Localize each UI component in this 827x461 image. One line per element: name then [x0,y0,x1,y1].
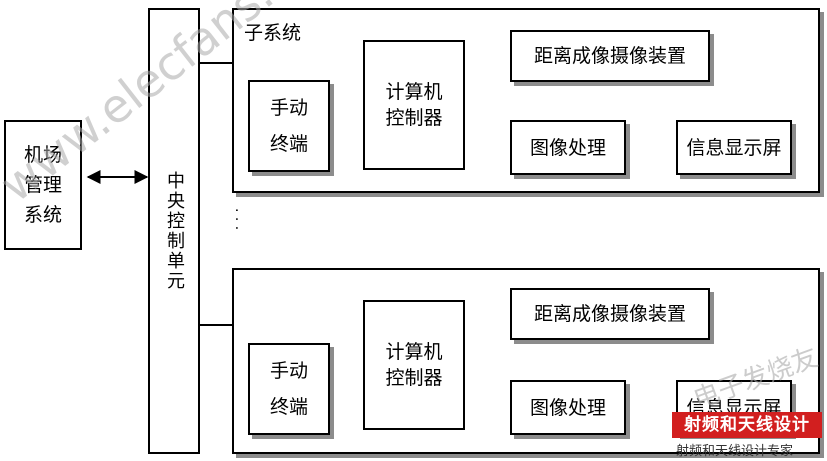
brand-logo-text: 射频和天线设计 [684,415,810,435]
image-processing-label-top: 图像处理 [529,136,606,159]
image-processing-label-bottom: 图像处理 [529,396,606,419]
central-control-unit-label: 中央控制单元 [164,171,185,291]
info-display-box-top: 信息显示屏 [676,120,792,175]
manual-terminal-label-top: 手动终端 [269,97,308,155]
subsystem-title: 子系统 [244,22,302,44]
brand-subtitle: 射频和天线设计专家 [676,444,794,459]
image-processing-box-top: 图像处理 [510,120,626,175]
manual-terminal-box-top: 手动终端 [248,80,330,172]
computer-controller-box-top: 计算机控制器 [363,40,465,170]
ellipsis: · · · [228,208,244,231]
computer-controller-label-bottom: 计算机控制器 [385,341,443,389]
distance-camera-box-bottom: 距离成像摄像装置 [510,288,710,340]
manual-terminal-box-bottom: 手动终端 [248,343,330,435]
brand-logo-banner: 射频和天线设计 [672,412,822,438]
manual-terminal-label-bottom: 手动终端 [269,360,308,418]
distance-camera-label-top: 距离成像摄像装置 [533,45,686,67]
airport-management-system-box: 机场管理系统 [4,120,82,250]
info-display-label-top: 信息显示屏 [686,136,782,159]
computer-controller-box-bottom: 计算机控制器 [363,300,465,430]
airport-management-system-label: 机场管理系统 [23,144,62,226]
central-control-unit-box: 中央控制单元 [148,8,200,454]
computer-controller-label-top: 计算机控制器 [385,81,443,129]
distance-camera-box-top: 距离成像摄像装置 [510,30,710,82]
image-processing-box-bottom: 图像处理 [510,380,626,435]
distance-camera-label-bottom: 距离成像摄像装置 [533,303,686,325]
